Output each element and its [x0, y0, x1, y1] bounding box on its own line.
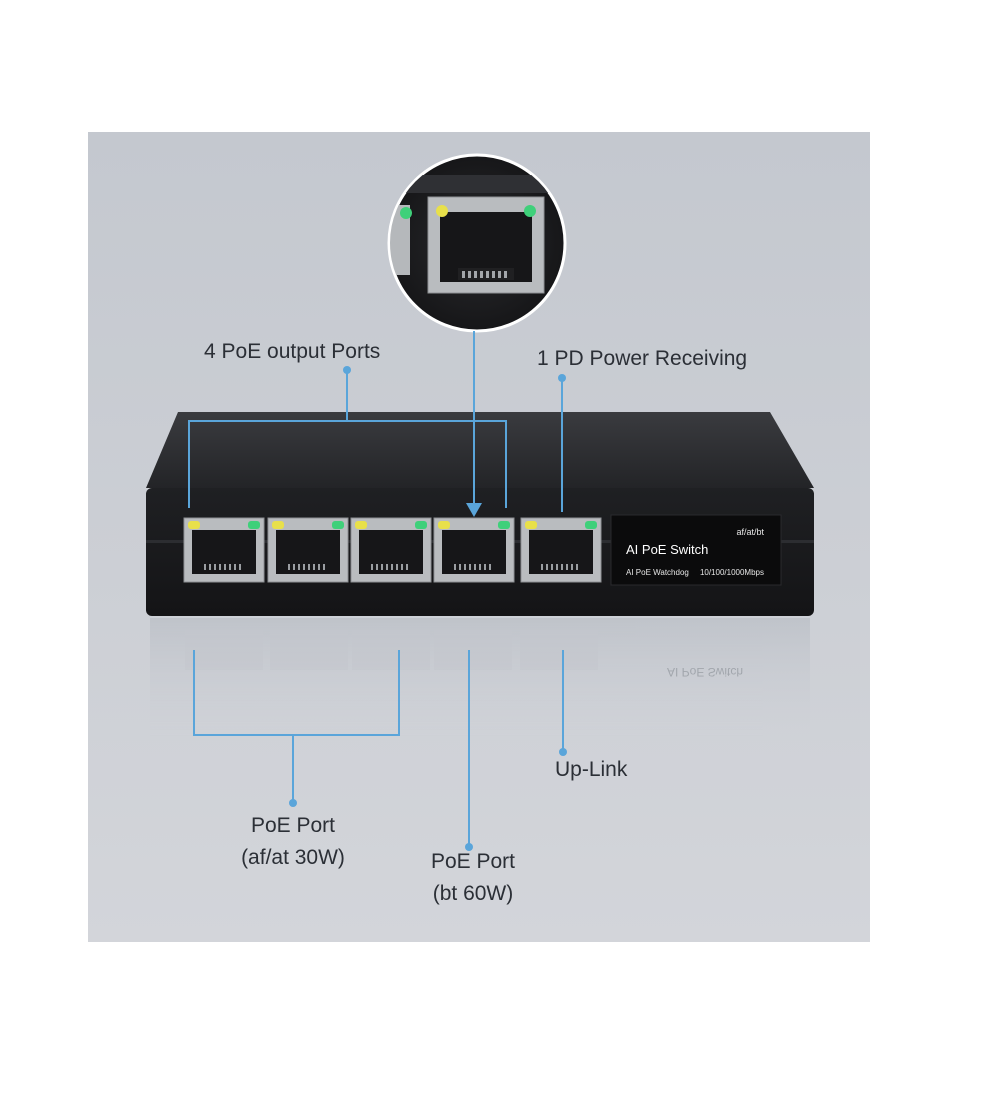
link-led	[188, 521, 200, 529]
link-led	[438, 521, 450, 529]
poe-output-port	[267, 517, 349, 583]
speed-text: 10/100/1000Mbps	[700, 568, 764, 577]
callout-poe-60w-line1: PoE Port	[430, 850, 516, 873]
callout-output-ports: 4 PoE output Ports	[204, 340, 381, 363]
callout-poe-30w-line2: (af/at 30W)	[241, 845, 345, 869]
port-zoom-circle	[387, 153, 567, 333]
activity-led	[585, 521, 597, 529]
link-led	[272, 521, 284, 529]
arrow-head	[466, 503, 482, 517]
device-reflection: AI PoE Switch	[150, 618, 810, 738]
poe-output-port	[183, 517, 265, 583]
watchdog-text: AI PoE Watchdog	[626, 568, 689, 577]
activity-led	[498, 521, 510, 529]
standards-text: af/at/bt	[736, 527, 764, 537]
uplink-port	[520, 517, 602, 583]
link-led	[525, 521, 537, 529]
poe-output-port	[433, 517, 515, 583]
callout-poe-60w: PoE Port (bt 60W)	[398, 846, 548, 909]
device-top	[146, 412, 814, 488]
ethernet-ports	[183, 517, 602, 583]
leader-dots	[289, 366, 567, 851]
callout-poe-30w: PoE Port (af/at 30W)	[213, 810, 373, 873]
product-name: AI PoE Switch	[626, 542, 708, 557]
link-led	[355, 521, 367, 529]
activity-led	[332, 521, 344, 529]
callout-uplink: Up-Link	[555, 758, 628, 781]
callout-poe-30w-line1: PoE Port	[250, 814, 336, 837]
leader-lines	[188, 331, 564, 846]
poe-output-port	[350, 517, 432, 583]
activity-led	[415, 521, 427, 529]
callout-pd-receiving: 1 PD Power Receiving	[537, 347, 748, 370]
product-label-plate	[610, 514, 782, 586]
reflection-label: AI PoE Switch	[667, 665, 743, 679]
callout-poe-60w-line2: (bt 60W)	[432, 881, 514, 905]
activity-led	[248, 521, 260, 529]
